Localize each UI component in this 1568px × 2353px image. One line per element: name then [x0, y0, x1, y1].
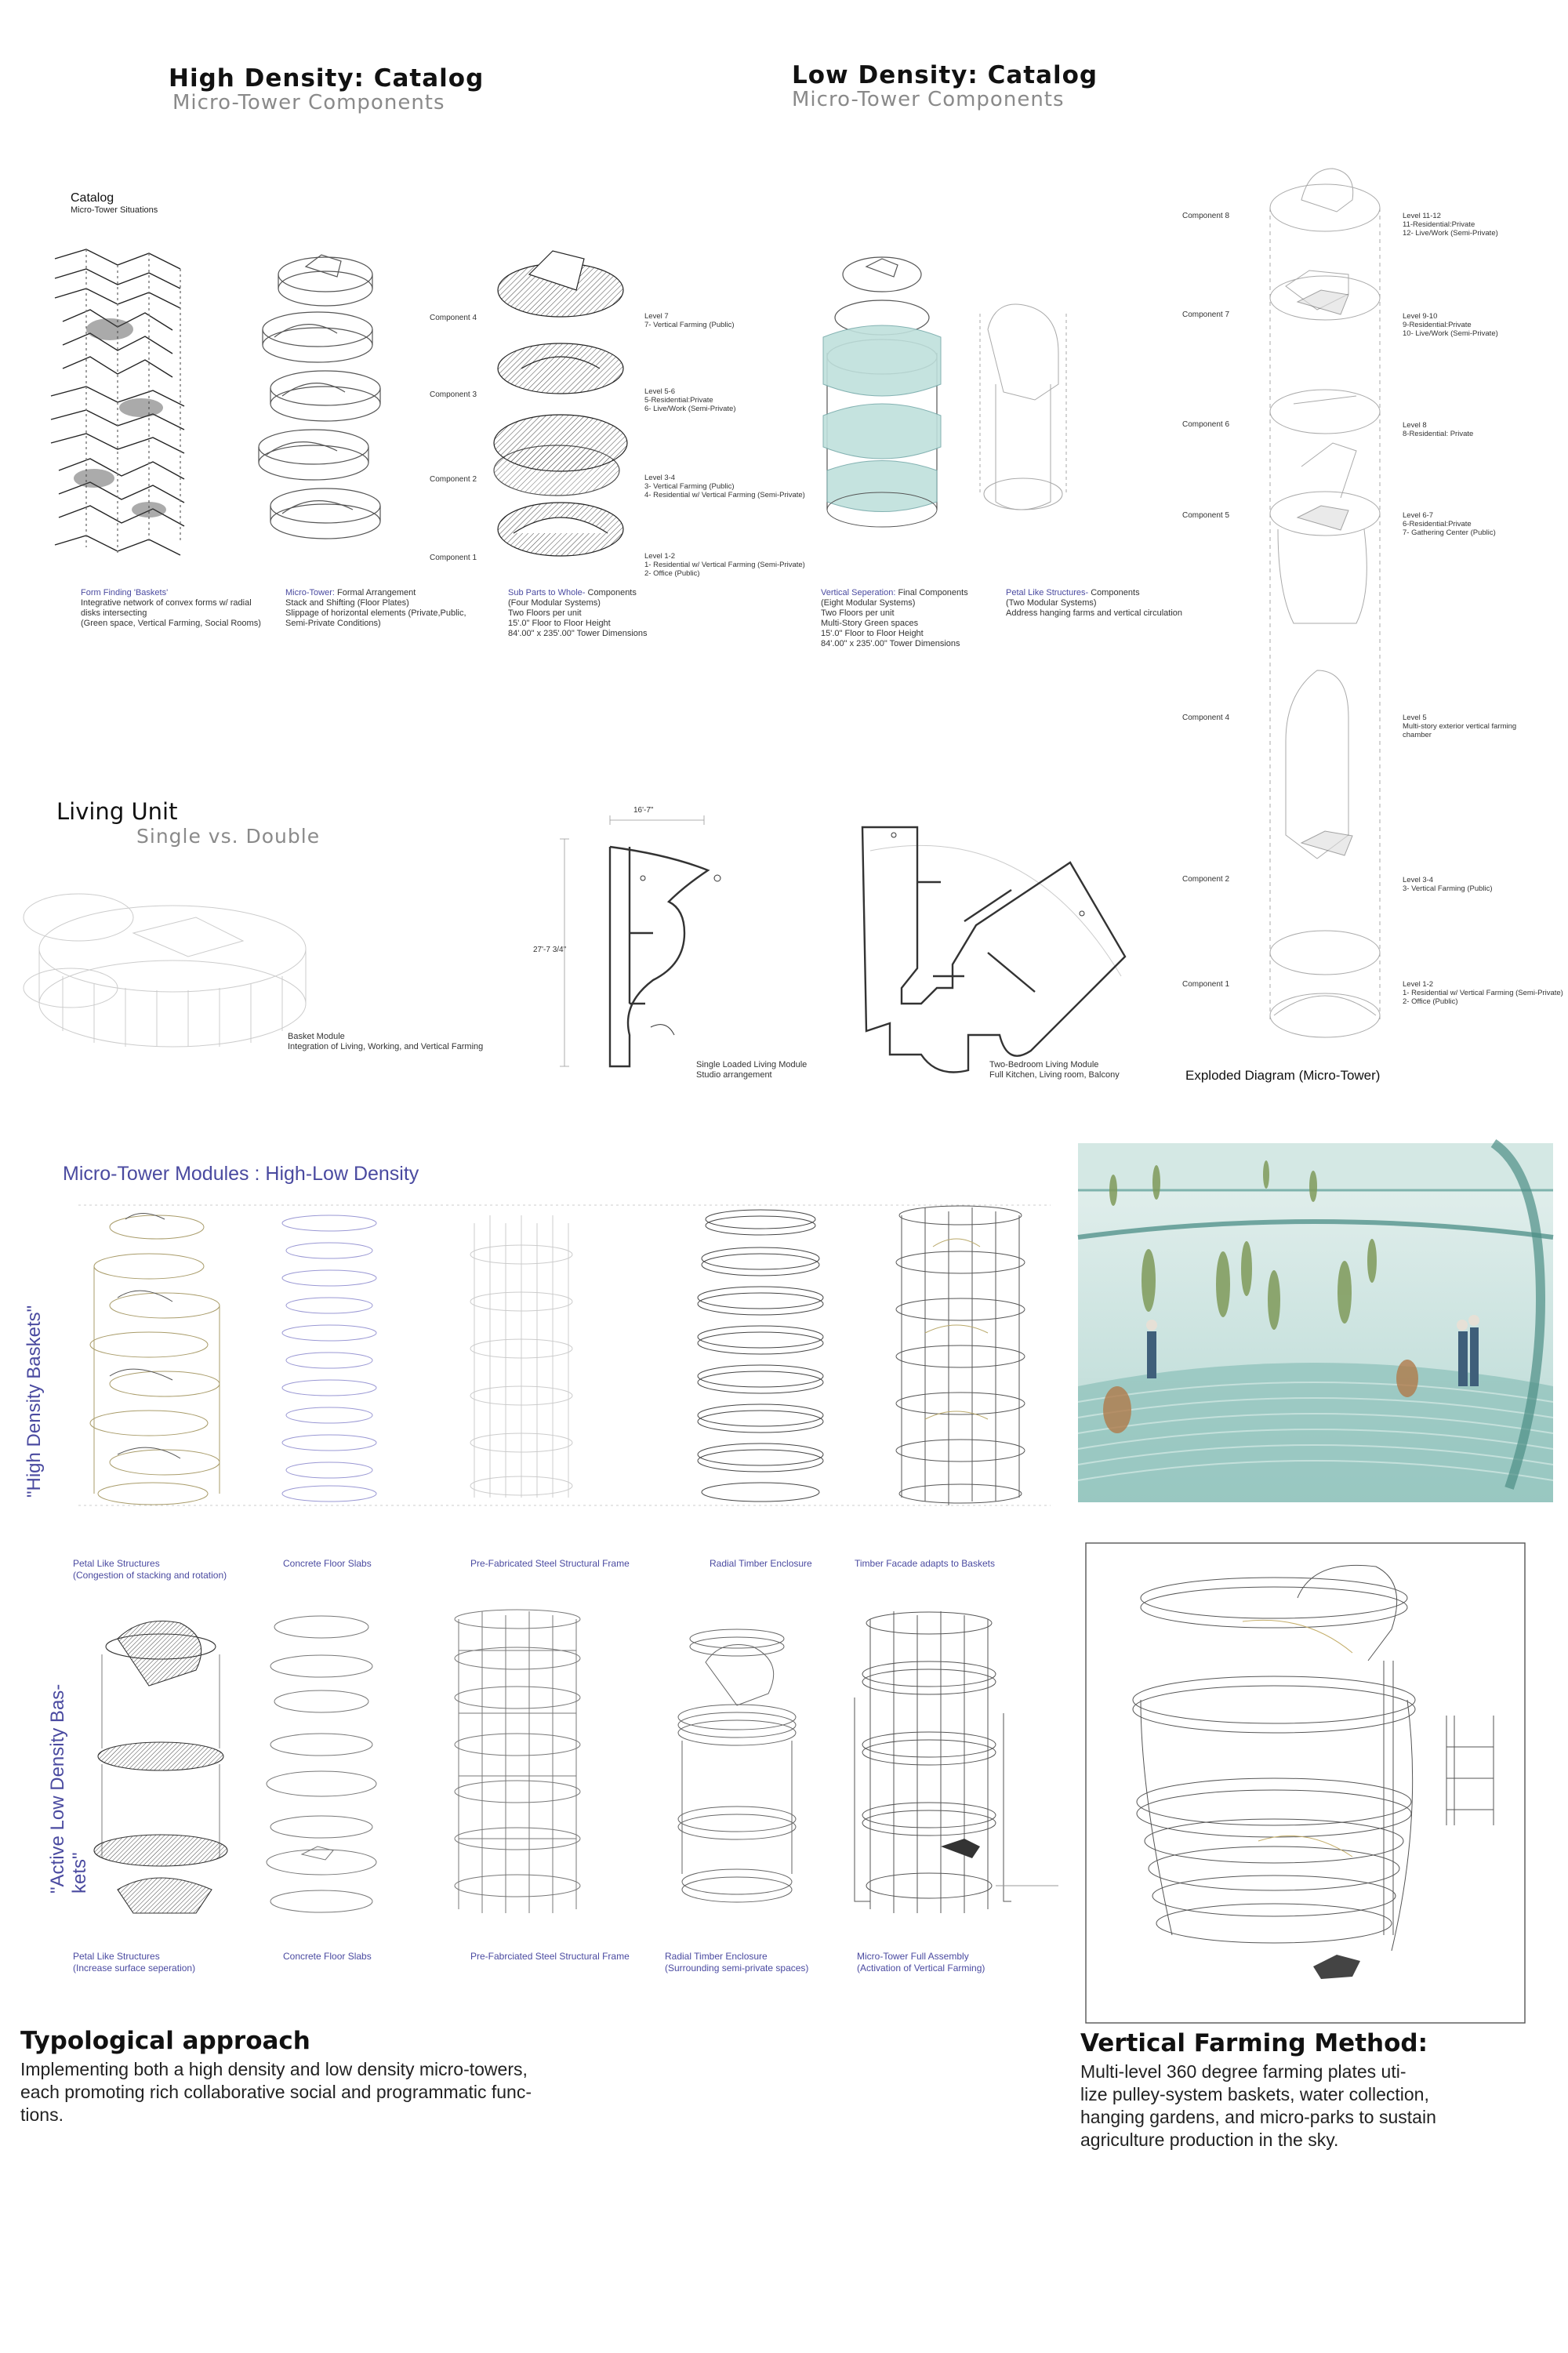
- high-density-vertical-label: "High Density Baskets": [24, 1305, 45, 1498]
- exploded-tower-drawing: [1269, 168, 1381, 1038]
- exploded-component-label: Component 4: [1182, 714, 1230, 722]
- exploded-component-label: Component 6: [1182, 420, 1230, 429]
- vertical-farming-body: Multi-level 360 degree farming plates ut…: [1080, 2061, 1436, 2150]
- exploded-diagram-caption: Exploded Diagram (Micro-Tower): [1185, 1068, 1381, 1083]
- low-density-title: Low Density: Catalog: [792, 61, 1098, 89]
- low-full-assembly-drawing: [854, 1611, 1058, 1913]
- catalog-component-label: Component 4: [430, 314, 477, 322]
- catalog-component-label: Component 1: [430, 554, 477, 562]
- high-concrete-slabs-drawing: [281, 1215, 377, 1502]
- high-petal-structures-drawing: [89, 1213, 220, 1505]
- high-module-label: Pre-Fabricated Steel Structural Frame: [470, 1558, 630, 1569]
- catalog-component-label: Component 2: [430, 475, 477, 484]
- double-module-plan: [861, 826, 1127, 1073]
- low-module-label: Micro-Tower Full Assembly(Activation of …: [857, 1951, 985, 1974]
- typological-body: Implementing both a high density and low…: [20, 2059, 532, 2125]
- basket-module-drawing: [23, 893, 307, 1048]
- low-density-subtitle: Micro-Tower Components: [792, 88, 1065, 111]
- exploded-component-label: Component 8: [1182, 212, 1230, 220]
- vertical-farming-title: Vertical Farming Method:: [1080, 2029, 1428, 2057]
- high-density-subtitle: Micro-Tower Components: [172, 91, 445, 114]
- exploded-component-label: Component 5: [1182, 511, 1230, 520]
- dimension-side: 27'-7 3/4": [533, 946, 567, 954]
- low-module-label: Petal Like Structures(Increase surface s…: [73, 1951, 196, 1974]
- exploded-component-label: Component 7: [1182, 310, 1230, 319]
- catalog-title: Catalog: [71, 191, 114, 205]
- catalog-caption: Vertical Seperation: Final Components (E…: [821, 588, 968, 648]
- catalog-caption: Sub Parts to Whole- Components (Four Mod…: [508, 588, 648, 638]
- low-module-label: Radial Timber Enclosure(Surrounding semi…: [665, 1951, 809, 1974]
- catalog-caption: Petal Like Structures- Components (Two M…: [1006, 588, 1183, 618]
- exploded-component-label: Component 1: [1182, 980, 1230, 989]
- living-unit-subtitle: Single vs. Double: [136, 825, 321, 848]
- low-density-vertical-label: "Active Low Density Bas-kets": [47, 1683, 90, 1894]
- high-timber-enclosure-drawing: [697, 1209, 824, 1502]
- low-module-label: Pre-Fabrciated Steel Structural Frame: [470, 1951, 630, 1962]
- high-density-title: High Density: Catalog: [169, 64, 485, 93]
- low-petal-structures-drawing: [93, 1621, 228, 1914]
- catalog-component-label: Component 3: [430, 390, 477, 399]
- catalog-subtitle: Micro-Tower Situations: [71, 205, 158, 215]
- high-steel-frame-drawing: [470, 1215, 573, 1498]
- high-module-label: Concrete Floor Slabs: [283, 1558, 372, 1569]
- single-module-plan: [560, 815, 721, 1068]
- high-module-label: Radial Timber Enclosure: [710, 1558, 812, 1569]
- exploded-component-label: Component 2: [1182, 875, 1230, 884]
- modules-title: Micro-Tower Modules : High-Low Density: [63, 1163, 419, 1185]
- formal-arrangement-drawing: [258, 254, 381, 539]
- high-timber-facade-drawing: [895, 1205, 1025, 1505]
- vertical-separation-drawing: [822, 256, 942, 528]
- high-module-label: Petal Like Structures(Congestion of stac…: [73, 1558, 227, 1581]
- components-stack-drawing: [493, 250, 628, 557]
- petal-structures-drawing: [979, 303, 1067, 510]
- low-timber-enclosure-drawing: [677, 1629, 797, 1903]
- dimension-top: 16'-7": [633, 806, 654, 815]
- low-steel-frame-drawing: [454, 1609, 581, 1913]
- high-module-label: Timber Facade adapts to Baskets: [855, 1558, 995, 1569]
- catalog-caption: Form Finding 'Baskets' Integrative netwo…: [81, 588, 261, 628]
- typological-title: Typological approach: [20, 2027, 310, 2055]
- form-finding-drawing: [50, 249, 185, 556]
- living-unit-title: Living Unit: [56, 798, 178, 825]
- low-concrete-slabs-drawing: [266, 1615, 377, 1913]
- catalog-caption: Micro-Tower: Formal Arrangement Stack an…: [285, 588, 466, 628]
- interior-render-image: [1077, 1139, 1554, 1502]
- vertical-farming-detail-drawing: [1085, 1542, 1526, 2024]
- low-module-label: Concrete Floor Slabs: [283, 1951, 372, 1962]
